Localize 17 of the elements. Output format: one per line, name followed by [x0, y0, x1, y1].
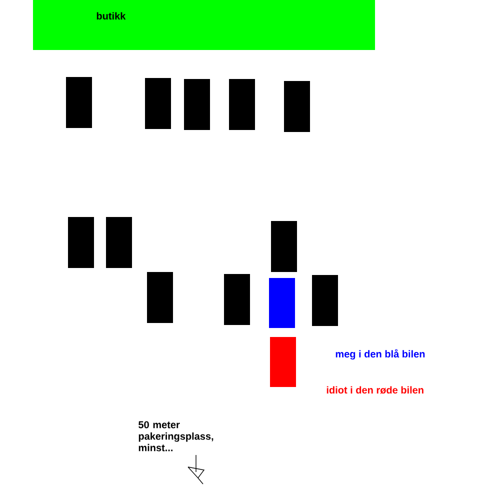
car-rectangle — [269, 278, 295, 328]
car-rectangle — [271, 221, 297, 272]
car-rectangle — [184, 79, 210, 130]
car-rectangle — [66, 77, 92, 128]
car-rectangle — [229, 79, 255, 130]
car-rectangle — [68, 217, 94, 268]
caption-text: meg i den blå bilen — [336, 349, 425, 360]
car-rectangle — [224, 274, 250, 325]
car-rectangle — [147, 272, 173, 323]
caption-text: idiot i den røde bilen — [326, 386, 424, 394]
store-band: butikk — [33, 0, 375, 50]
car-rectangle — [284, 81, 310, 132]
note-text: 50 meter pakeringsplass, minst... — [138, 421, 214, 452]
car-rectangle — [106, 217, 132, 268]
car-rectangle — [312, 275, 338, 326]
car-rectangle — [145, 78, 171, 129]
car-rectangle — [270, 337, 296, 387]
